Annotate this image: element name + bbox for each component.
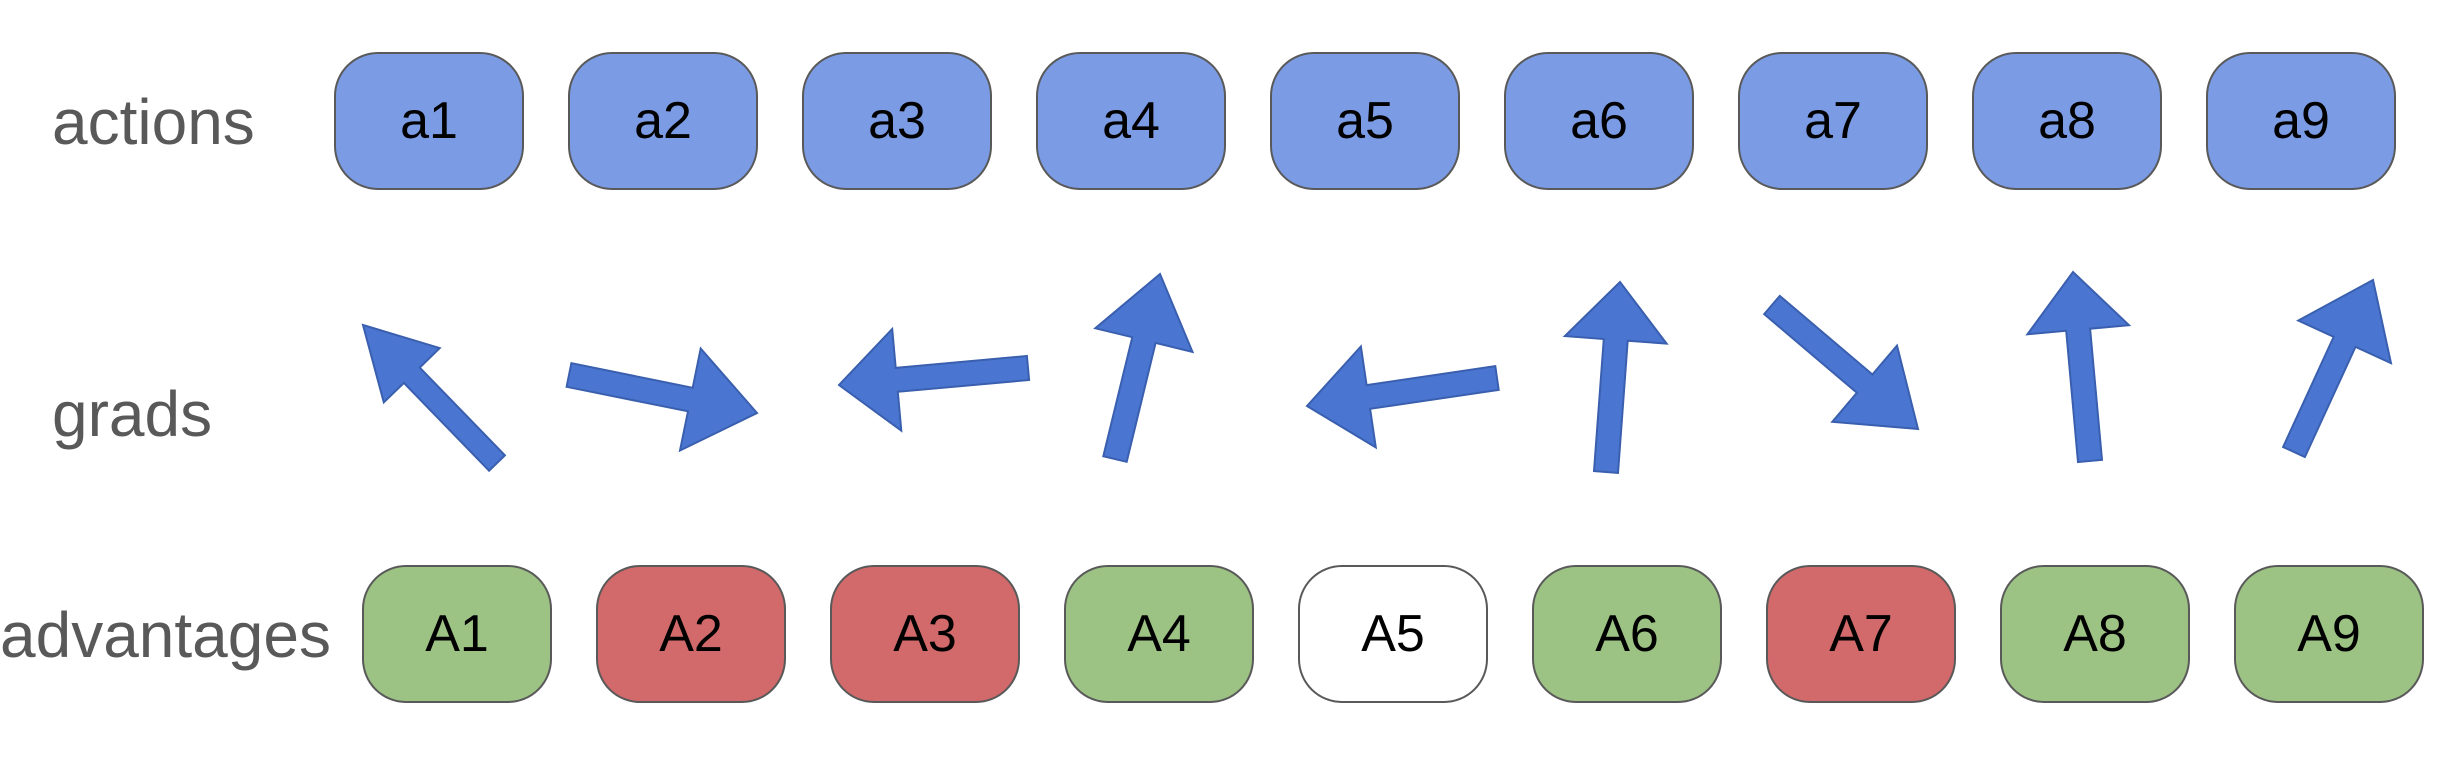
advantage-box-9: A9 [2234,565,2424,703]
grad-1-arrow-icon [361,323,507,473]
grad-9-arrow-icon [2281,278,2393,459]
grad-3-arrow-icon [837,326,1031,433]
action-box-9: a9 [2206,52,2396,190]
action-box-5: a5 [1270,52,1460,190]
actions-row-label: actions [52,86,255,158]
grad-6-arrow-icon [1562,280,1669,474]
action-box-7: a7 [1738,52,1928,190]
advantage-box-4: A4 [1064,565,1254,703]
action-box-3: a3 [802,52,992,190]
action-box-8: a8 [1972,52,2162,190]
action-box-2: a2 [568,52,758,190]
action-box-6: a6 [1504,52,1694,190]
advantage-box-1: A1 [362,565,552,703]
advantage-box-7: A7 [1766,565,1956,703]
advantage-box-5: A5 [1298,565,1488,703]
advantages-row-label: advantages [0,599,331,671]
grads-row-label: grads [52,378,213,450]
action-box-1: a1 [334,52,524,190]
action-box-4: a4 [1036,52,1226,190]
advantage-box-8: A8 [2000,565,2190,703]
grad-7-arrow-icon [1762,294,1920,431]
grad-4-arrow-icon [1093,272,1195,464]
advantage-box-2: A2 [596,565,786,703]
grad-8-arrow-icon [2025,270,2132,464]
advantage-box-6: A6 [1532,565,1722,703]
grad-5-arrow-icon [1305,344,1500,450]
advantage-box-3: A3 [830,565,1020,703]
grad-2-arrow-icon [565,346,759,453]
